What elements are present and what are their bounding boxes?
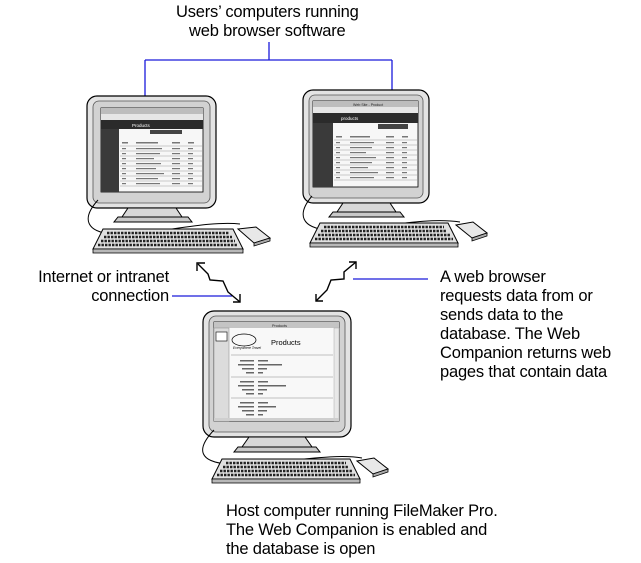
- connection-caption-line-2: connection: [91, 287, 169, 305]
- connection-caption-line-1: Internet or intranet: [38, 268, 169, 286]
- right-double-arrow: [315, 261, 357, 302]
- left-screen-banner: Products: [132, 123, 151, 128]
- host-keyboard: [211, 458, 361, 484]
- host-caption-line-3: the database is open: [226, 540, 376, 558]
- left-double-arrow: [196, 262, 241, 303]
- right-mouse: [454, 221, 489, 242]
- connection-caption: Internet or intranet connection: [17, 268, 169, 306]
- right-screen-banner: products: [341, 116, 359, 121]
- right-screen-title: Web Site - Product: [353, 103, 383, 107]
- host-computer-caption: Host computer running FileMaker Pro. The…: [226, 502, 498, 559]
- left-mouse: [236, 226, 272, 247]
- browser-caption-line-5: Companion returns web: [440, 344, 611, 362]
- host-screen: [213, 321, 340, 422]
- browser-caption-line-6: pages that contain data: [440, 363, 607, 381]
- host-logo: [231, 333, 257, 347]
- browser-caption-line-2: requests data from or: [440, 287, 593, 305]
- users-caption-line-1: Users’ computers running: [176, 3, 359, 21]
- host-computer: Products Everywhere Travel Products: [202, 310, 390, 484]
- host-caption-line-2: The Web Companion is enabled and: [226, 521, 488, 539]
- browser-caption-line-4: database. The Web: [440, 325, 581, 343]
- host-heading: Products: [271, 338, 301, 347]
- connector-lines: [144, 42, 428, 297]
- host-logo-text: Everywhere Travel: [233, 346, 261, 350]
- browser-caption-line-3: sends data to the: [440, 306, 564, 324]
- host-mouse: [355, 457, 390, 478]
- host-caption-line-1: Host computer running FileMaker Pro.: [226, 502, 498, 520]
- users-computers-caption: Users’ computers running web browser sof…: [176, 3, 359, 41]
- users-caption-line-2: web browser software: [189, 22, 346, 40]
- left-user-computer: Products: [86, 95, 272, 254]
- browser-requests-caption: A web browser requests data from or send…: [440, 268, 611, 382]
- right-user-computer: Web Site - Product products: [302, 89, 489, 248]
- browser-caption-line-1: A web browser: [440, 268, 546, 286]
- left-keyboard: [92, 228, 244, 254]
- host-window-title: Products: [272, 324, 287, 328]
- right-keyboard: [309, 222, 459, 248]
